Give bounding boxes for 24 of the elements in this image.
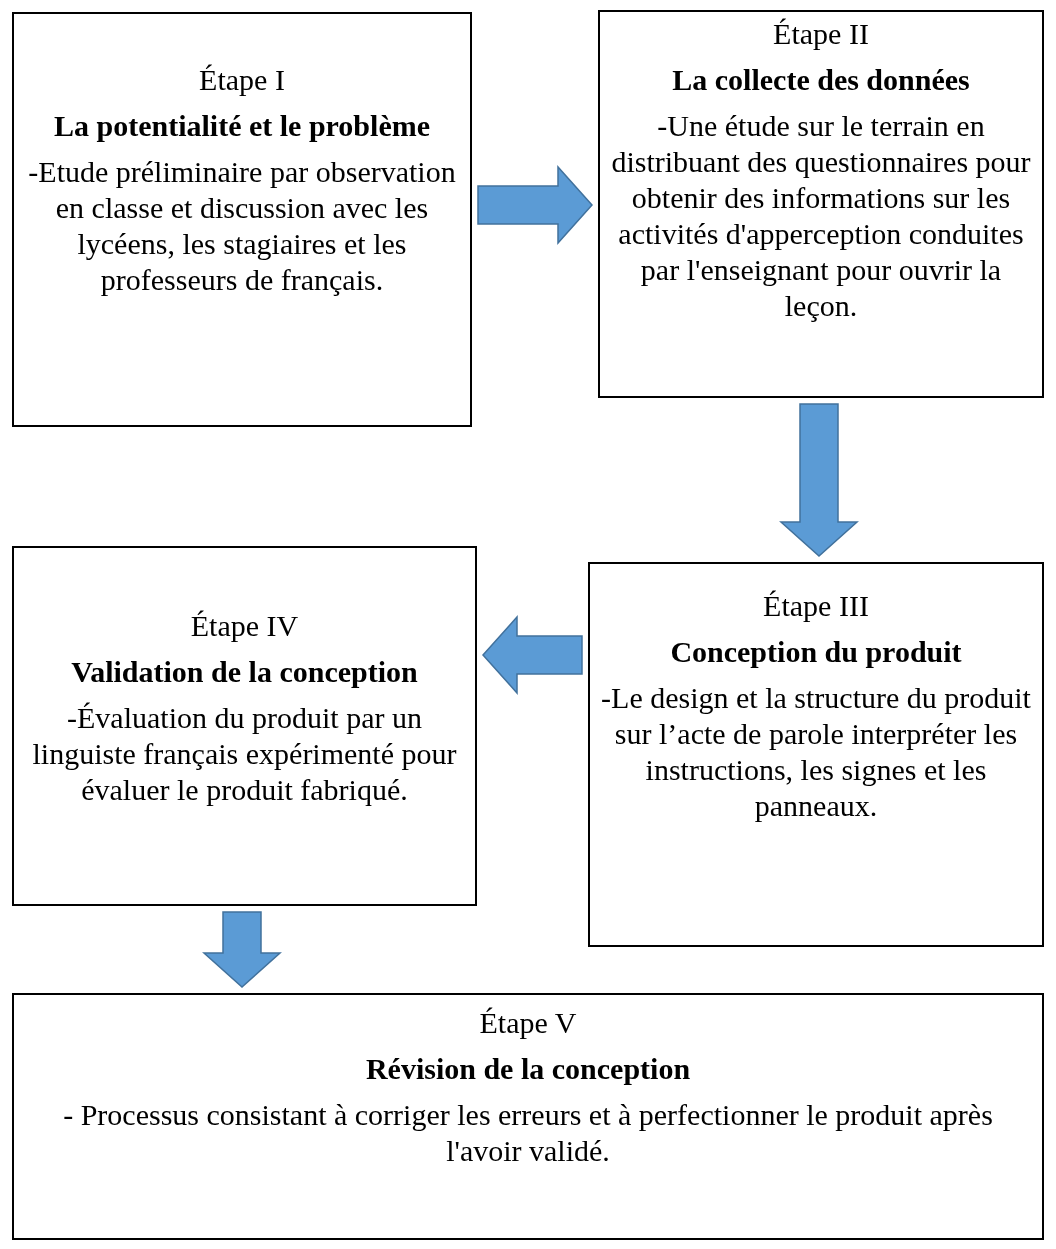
stage-title: Révision de la conception: [365, 1051, 691, 1087]
stage-box: [588, 562, 1044, 947]
block-arrow: [202, 911, 282, 988]
stage-description: -Le design et la structure du produit sur l’acte de parole interpréter les instructions, les signes et les panneaux.: [600, 680, 1032, 824]
stage-number: Étape V: [479, 1005, 577, 1041]
block-arrow: [482, 615, 583, 695]
stage-box: [12, 12, 472, 427]
stage-number: Étape I: [199, 62, 285, 98]
stage-number: Étape IV: [190, 608, 299, 644]
stage-number: Étape III: [763, 588, 869, 624]
stage-description: -Une étude sur le terrain en distribuant des questionnaires pour obtenir des informations sur les activités d'apperception conduites par l'enseignant pour ouvrir la leçon.: [610, 108, 1032, 324]
stage-title: La collecte des données: [672, 62, 970, 98]
stage-box: [598, 10, 1044, 398]
stage-description: - Processus consistant à corriger les erreurs et à perfectionner le produit après l'avoir validé.: [62, 1097, 994, 1169]
stage-description: -Etude préliminaire par observation en classe et discussion avec les lycéens, les stagiaires et les professeurs de français.: [27, 154, 457, 298]
block-arrow: [477, 165, 593, 245]
stage-title: Conception du produit: [670, 634, 962, 670]
stage-title: Validation de la conception: [71, 654, 418, 690]
block-arrow: [779, 403, 859, 557]
stage-number: Étape II: [773, 16, 869, 52]
stage-title: La potentialité et le problème: [53, 108, 430, 144]
stage-description: -Évaluation du produit par un linguiste français expérimenté pour évaluer le produit fabriqué.: [31, 700, 458, 808]
stage-box: [12, 993, 1044, 1240]
stage-box: [12, 546, 477, 906]
